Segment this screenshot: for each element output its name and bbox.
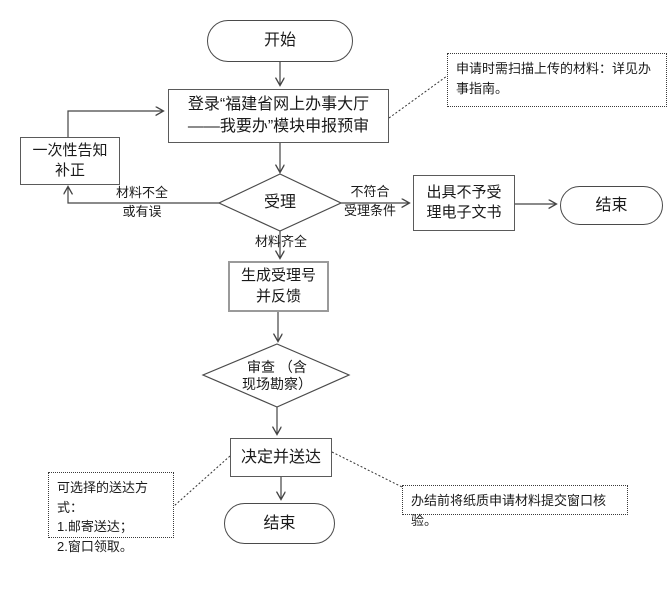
annotation-upload-materials: 申请时需扫描上传的材料：详见办事指南。 <box>447 53 667 107</box>
connector-login-annotation <box>388 75 448 119</box>
generate-number-box: 生成受理号 并反馈 <box>228 261 329 312</box>
edge-label-materials-incomplete: 材料不全 或有误 <box>115 185 168 219</box>
edge-label-materials-complete: 材料齐全 <box>254 234 307 249</box>
login-step-box: 登录“福建省网上办事大厅 ——我要办”模块申报预审 <box>168 89 389 143</box>
annotation-paper-verification: 办结前将纸质申请材料提交窗口核验。 <box>402 485 628 528</box>
reject-document-box: 出具不予受 理电子文书 <box>413 175 515 231</box>
connector-decide-paper-annotation <box>331 451 403 488</box>
review-decision-shape <box>201 343 351 408</box>
edge-accept-to-notice <box>68 187 219 204</box>
accept-decision-label: 受理 <box>263 194 296 211</box>
edge-label-not-meet-conditions: 不符合 受理条件 <box>343 184 396 218</box>
annotation-delivery-options: 可选择的送达方式： 1.邮寄送达； 2.窗口领取。 <box>48 472 174 554</box>
start-node: 开始 <box>207 20 353 62</box>
review-decision-label: 审查 （含 现场勘察） <box>242 358 312 393</box>
correction-notice-box: 一次性告知 补正 <box>20 137 120 185</box>
edge-notice-to-login <box>67 111 163 137</box>
end-node-top: 结束 <box>560 186 663 225</box>
decide-deliver-box: 决定并送达 <box>230 438 332 477</box>
accept-decision-shape <box>217 173 343 232</box>
connector-decide-delivery-annotation <box>173 455 231 507</box>
end-node-bottom: 结束 <box>224 503 335 544</box>
